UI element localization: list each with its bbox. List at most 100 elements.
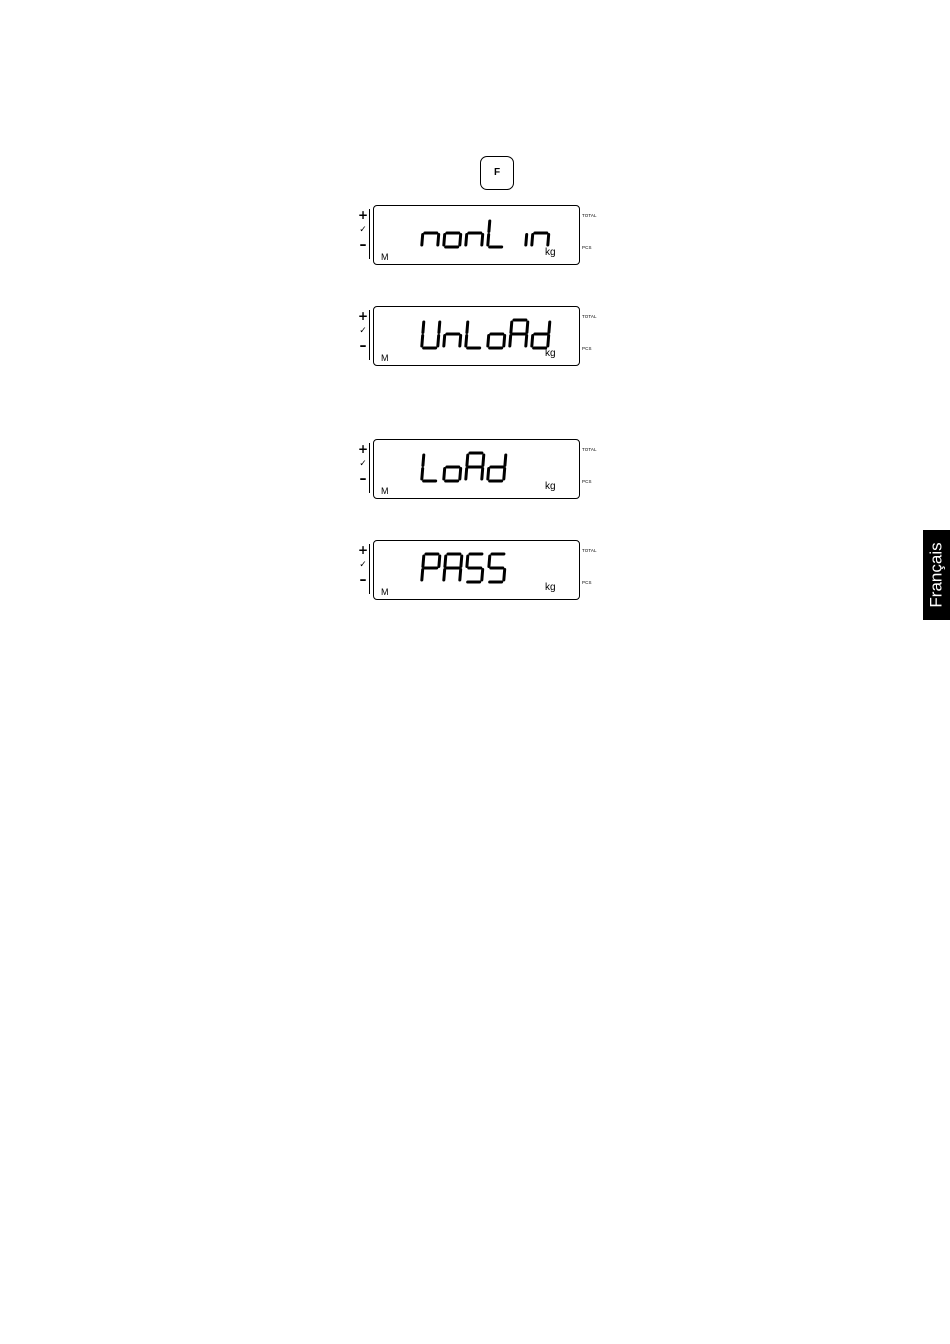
segment <box>438 336 439 347</box>
segment-readout <box>414 316 564 356</box>
check-icon: ✓ <box>358 460 368 469</box>
lcd-screen: M kg <box>373 439 580 499</box>
segment <box>488 469 489 480</box>
segment <box>422 336 423 347</box>
segment <box>466 469 467 480</box>
plus-icon: + <box>358 209 368 221</box>
memory-indicator: M <box>381 587 389 597</box>
segment-char-n <box>422 233 439 245</box>
segment-char-A <box>444 554 462 580</box>
segment-digits-svg <box>414 449 564 489</box>
segment <box>461 556 462 567</box>
segment <box>504 570 505 581</box>
segment <box>444 570 445 581</box>
segment-readout <box>414 550 564 590</box>
memory-indicator: M <box>381 486 389 496</box>
segment <box>526 336 527 347</box>
segment <box>439 556 440 567</box>
segment-digits-svg <box>414 550 564 590</box>
segment <box>549 322 550 333</box>
segment-char-U <box>422 322 440 348</box>
unit-label: kg <box>545 481 556 492</box>
check-icon: ✓ <box>358 561 368 570</box>
pcs-indicator: PCS <box>582 246 592 251</box>
memory-indicator: M <box>381 353 389 363</box>
segment <box>532 235 533 246</box>
minus-icon: – <box>358 472 368 486</box>
language-tab-label: Français <box>927 542 947 607</box>
segment-char-L <box>422 455 438 481</box>
segment <box>445 556 446 567</box>
segment <box>504 469 505 480</box>
segment-char-P <box>422 554 440 580</box>
segment <box>482 235 483 246</box>
segment <box>505 455 506 466</box>
segment <box>467 455 468 466</box>
segment-readout <box>414 215 564 255</box>
segment <box>504 336 505 347</box>
segment-char-L <box>466 322 482 348</box>
segment <box>423 455 424 466</box>
f-key-button[interactable]: F <box>480 156 514 190</box>
plus-icon: + <box>358 544 368 556</box>
total-indicator: TOTAL <box>582 214 597 219</box>
memory-indicator: M <box>381 252 389 262</box>
segment <box>483 455 484 466</box>
segment-char-n <box>532 233 549 245</box>
segment <box>444 235 445 246</box>
side-marks: + ✓ – <box>358 544 370 594</box>
segment <box>423 556 424 567</box>
segment <box>439 322 440 333</box>
segment <box>482 570 483 581</box>
segment-digits-svg <box>414 215 564 255</box>
segment <box>488 336 489 347</box>
segment <box>422 235 423 246</box>
segment-char-o <box>488 334 505 348</box>
segment <box>460 235 461 246</box>
side-marks: + ✓ – <box>358 310 370 360</box>
plus-icon: + <box>358 443 368 455</box>
segment-char-A <box>466 453 484 479</box>
segment <box>467 322 468 333</box>
segment-char-A <box>510 320 528 346</box>
segment <box>422 469 423 480</box>
side-marks: + ✓ – <box>358 443 370 493</box>
lcd-screen: M kg <box>373 306 580 366</box>
unit-label: kg <box>545 582 556 593</box>
segment-char-S <box>466 554 484 582</box>
f-key-label: F <box>494 168 500 178</box>
lcd-screen: M kg <box>373 540 580 600</box>
segment <box>460 336 461 347</box>
total-indicator: TOTAL <box>582 549 597 554</box>
segment-char-d <box>532 322 550 348</box>
segment <box>489 221 490 232</box>
segment-char-n <box>444 334 461 346</box>
segment <box>527 322 528 333</box>
segment <box>467 556 468 567</box>
segment <box>532 336 533 347</box>
segment <box>460 570 461 581</box>
total-indicator: TOTAL <box>582 448 597 453</box>
segment-readout <box>414 449 564 489</box>
segment <box>548 235 549 246</box>
segment <box>460 469 461 480</box>
segment <box>444 469 445 480</box>
plus-icon: + <box>358 310 368 322</box>
minus-icon: – <box>358 573 368 587</box>
segment-char-o <box>444 467 461 481</box>
segment <box>526 235 527 246</box>
segment <box>438 235 439 246</box>
lcd-display-nonlin: + ✓ – M kg TOTAL PCS <box>358 205 598 267</box>
segment <box>444 336 445 347</box>
total-indicator: TOTAL <box>582 315 597 320</box>
segment-char-L <box>488 221 504 247</box>
pcs-indicator: PCS <box>582 480 592 485</box>
segment <box>488 235 489 246</box>
segment-char-S <box>488 554 506 582</box>
lcd-display-pass: + ✓ – M kg TOTAL PCS <box>358 540 598 602</box>
segment-char-n <box>466 233 483 245</box>
segment <box>489 556 490 567</box>
lcd-screen: M kg <box>373 205 580 265</box>
minus-icon: – <box>358 339 368 353</box>
segment <box>510 336 511 347</box>
